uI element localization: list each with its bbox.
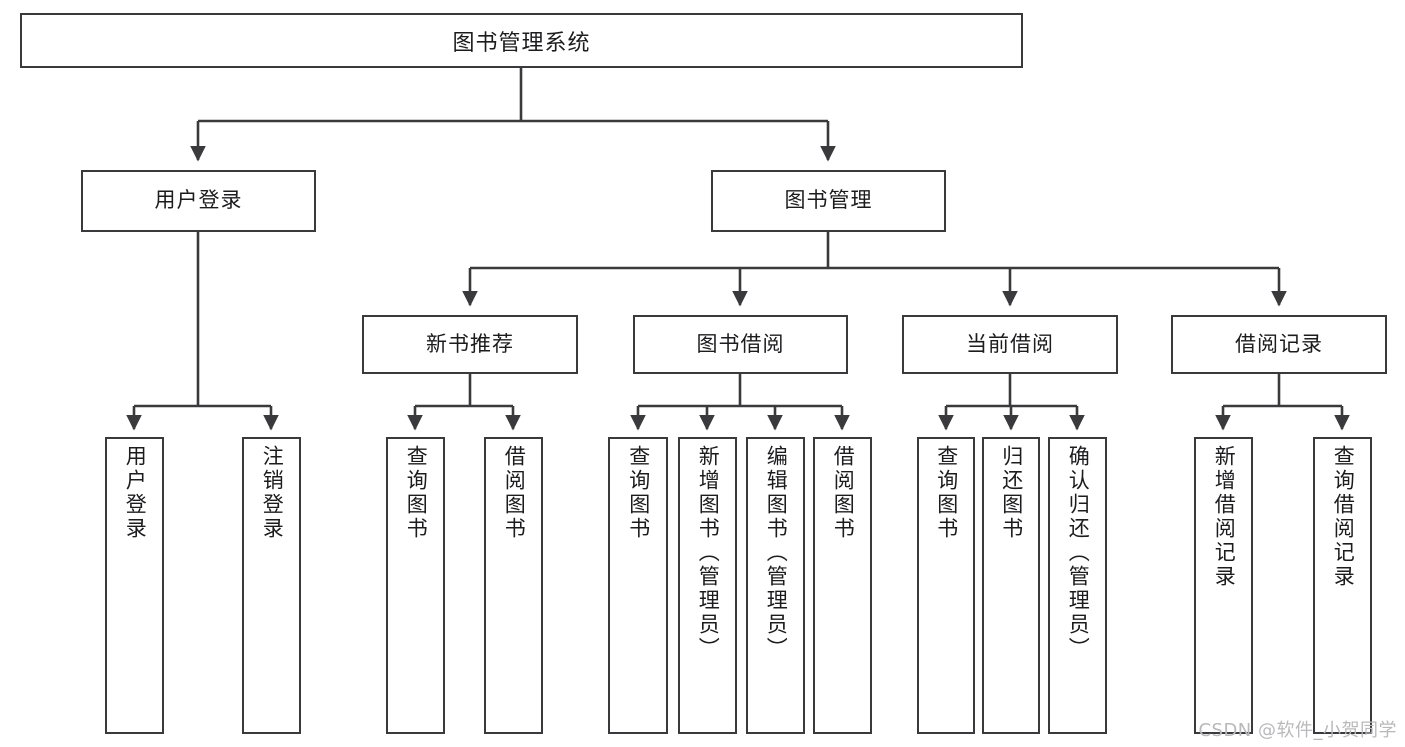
- node-leaf-confirm-return-label: 确认归还（管理员）: [1066, 445, 1091, 661]
- node-leaf-logout-label: 注销登录: [260, 445, 285, 541]
- node-leaf-add-book[interactable]: 新增图书（管理员）: [678, 437, 737, 734]
- node-leaf-edit-book[interactable]: 编辑图书（管理员）: [746, 437, 805, 734]
- node-root-label: 图书管理系统: [452, 30, 591, 56]
- node-leaf-logout[interactable]: 注销登录: [242, 437, 301, 734]
- node-leaf-query-book-cur[interactable]: 查询图书: [917, 437, 975, 734]
- node-book-manage-label: 图书管理: [784, 188, 873, 213]
- node-leaf-return-book-label: 归还图书: [999, 445, 1024, 541]
- node-user-login-label: 用户登录: [154, 188, 243, 213]
- node-leaf-borrow-book[interactable]: 借阅图书: [813, 437, 872, 734]
- node-leaf-add-book-label: 新增图书（管理员）: [696, 445, 721, 661]
- node-leaf-user-login-label: 用户登录: [123, 445, 148, 541]
- node-book-manage[interactable]: 图书管理: [711, 170, 946, 232]
- node-leaf-query-record-label: 查询借阅记录: [1331, 445, 1356, 589]
- node-leaf-query-book-rec[interactable]: 查询图书: [386, 437, 445, 734]
- node-leaf-edit-book-label: 编辑图书（管理员）: [764, 445, 789, 661]
- node-leaf-add-record-label: 新增借阅记录: [1212, 445, 1237, 589]
- node-leaf-user-login[interactable]: 用户登录: [105, 437, 164, 734]
- node-leaf-query-record[interactable]: 查询借阅记录: [1313, 437, 1372, 734]
- node-leaf-borrow-book-label: 借阅图书: [831, 445, 856, 541]
- node-book-borrow-label: 图书借阅: [696, 331, 785, 356]
- node-borrow-record[interactable]: 借阅记录: [1171, 315, 1387, 374]
- node-leaf-add-record[interactable]: 新增借阅记录: [1194, 437, 1253, 734]
- node-new-book-rec-label: 新书推荐: [426, 331, 514, 356]
- node-leaf-confirm-return[interactable]: 确认归还（管理员）: [1048, 437, 1107, 734]
- node-leaf-query-book-cur-label: 查询图书: [934, 445, 959, 541]
- node-leaf-return-book[interactable]: 归还图书: [982, 437, 1040, 734]
- node-user-login[interactable]: 用户登录: [81, 170, 316, 232]
- node-leaf-query-book-borrow-label: 查询图书: [626, 445, 651, 541]
- node-book-borrow[interactable]: 图书借阅: [633, 315, 848, 374]
- node-current-borrow[interactable]: 当前借阅: [902, 315, 1118, 374]
- node-leaf-borrow-book-rec-label: 借阅图书: [502, 445, 527, 541]
- node-borrow-record-label: 借阅记录: [1235, 331, 1323, 356]
- node-leaf-query-book-borrow[interactable]: 查询图书: [608, 437, 668, 734]
- node-current-borrow-label: 当前借阅: [966, 331, 1054, 356]
- node-new-book-rec[interactable]: 新书推荐: [362, 315, 578, 374]
- watermark: CSDN @软件_小贺同学: [1198, 720, 1397, 741]
- node-leaf-borrow-book-rec[interactable]: 借阅图书: [484, 437, 543, 734]
- node-leaf-query-book-rec-label: 查询图书: [404, 445, 429, 541]
- node-root[interactable]: 图书管理系统: [20, 13, 1023, 68]
